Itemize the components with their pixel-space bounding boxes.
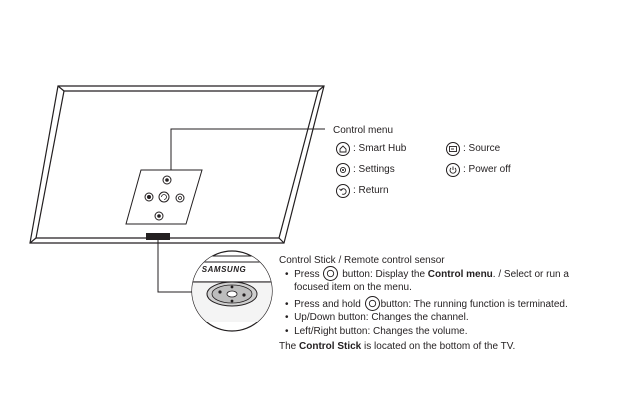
bullet-dot: • xyxy=(285,299,295,310)
press-text: Press xyxy=(294,269,320,280)
control-menu-title: Control menu xyxy=(333,125,394,136)
menu-right-dot-icon xyxy=(175,193,185,203)
menu-center-return-icon xyxy=(158,191,170,203)
footer-pre-text: The xyxy=(279,341,297,352)
leftright-instruction: • Left/Right button: Changes the volume. xyxy=(285,325,468,338)
hold-post-text: button: The running function is terminat… xyxy=(380,299,568,310)
tv-frame xyxy=(29,85,325,244)
return-label: : Return xyxy=(353,185,389,196)
updown-text: Up/Down button: Changes the channel. xyxy=(294,312,469,323)
updown-instruction: • Up/Down button: Changes the channel. xyxy=(285,311,469,324)
bullet-dot: • xyxy=(285,269,295,280)
menu-bottom-dot-icon xyxy=(154,211,164,221)
settings-label: : Settings xyxy=(353,164,395,175)
source-label: : Source xyxy=(463,143,501,154)
power-icon xyxy=(446,163,460,177)
leftright-text: Left/Right button: Changes the volume. xyxy=(294,326,468,337)
press-instruction-line2: focused item on the menu. xyxy=(294,282,412,293)
footer-bold-text: Control Stick xyxy=(299,341,362,352)
hold-instruction: • Press and hold button: The running fun… xyxy=(285,296,568,311)
smart-hub-label: : Smart Hub xyxy=(353,143,407,154)
samsung-logo: SAMSUNG xyxy=(202,265,246,274)
bullet-dot: • xyxy=(285,312,295,323)
home-icon xyxy=(336,142,350,156)
footer-post-text: is located on the bottom of the TV. xyxy=(364,341,516,352)
press-post-text: . / Select or run a xyxy=(492,269,569,280)
press-instruction: • Press button: Display the Control menu… xyxy=(285,266,569,281)
menu-left-dot-icon xyxy=(144,192,154,202)
press-bold-text: Control menu xyxy=(427,269,493,280)
settings-icon xyxy=(336,163,350,177)
leader-lines xyxy=(157,128,325,293)
control-stick-title: Control Stick / Remote control sensor xyxy=(279,255,445,266)
press-mid-text: button: Display the xyxy=(342,269,426,280)
control-stick xyxy=(146,233,170,240)
location-note: The Control Stick is located on the bott… xyxy=(279,340,515,353)
source-icon xyxy=(446,142,460,156)
return-icon xyxy=(336,184,350,198)
power-off-label: : Power off xyxy=(463,164,511,175)
on-screen-control-menu xyxy=(125,169,203,225)
control-stick-magnifier xyxy=(191,250,273,332)
select-button-icon xyxy=(323,266,339,281)
hold-button-icon xyxy=(364,296,380,311)
hold-text: Press and hold xyxy=(294,299,361,310)
bullet-dot: • xyxy=(285,326,295,337)
menu-top-dot-icon xyxy=(162,175,172,185)
